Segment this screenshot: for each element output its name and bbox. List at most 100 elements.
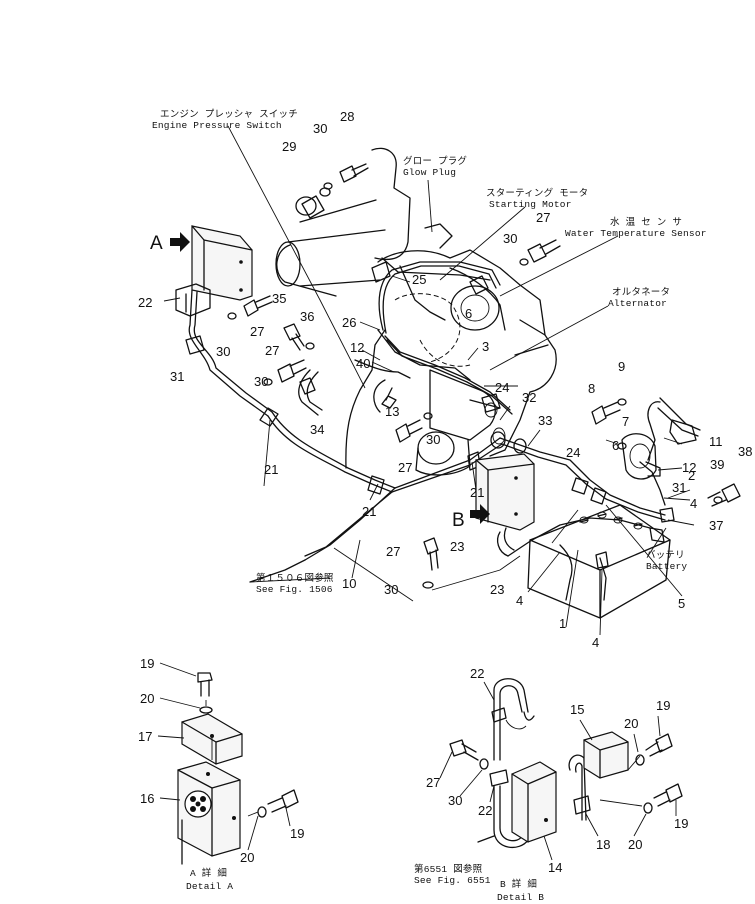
part-number: 23 — [450, 539, 464, 554]
detail-b-marker: B — [452, 510, 465, 531]
part-number: 33 — [538, 413, 552, 428]
part-number: 1 — [559, 616, 566, 631]
detail-b-caption-jp: B 詳 細 — [500, 878, 537, 890]
alternator-label-jp: オルタネータ — [612, 287, 670, 298]
part-number: 11 — [709, 434, 723, 449]
part-number: 19 — [656, 698, 670, 713]
part-number: 22 — [478, 803, 492, 818]
part-number: 31 — [672, 480, 686, 495]
battery-drawing — [527, 504, 671, 619]
water-temperature-sensor-label: Water Temperature Sensor — [565, 228, 707, 239]
part-number: 4 — [592, 635, 599, 650]
alternator-label: Alternator — [608, 298, 667, 309]
controller-box-a — [170, 225, 253, 317]
part-number: 27 — [398, 460, 412, 475]
detail-a-caption-jp: A 詳 細 — [190, 867, 227, 879]
part-number: 40 — [356, 356, 370, 371]
part-number: 22 — [138, 295, 152, 310]
part-number: 30 — [313, 121, 327, 136]
detail-b-arrow — [470, 504, 490, 524]
part-number: 29 — [282, 139, 296, 154]
water-temperature-sensor-label-jp: 水 温 セ ン サ — [610, 216, 682, 228]
fig-1506-reference-jp: 第１５０６図参照 — [256, 572, 334, 584]
engine-pressure-switch-label-jp: エンジン プレッシャ スイッチ — [160, 109, 298, 120]
part-number: 34 — [310, 422, 324, 437]
part-number: 28 — [340, 109, 354, 124]
glow-plug-label: Glow Plug — [403, 167, 456, 178]
detail-leader-lines — [157, 662, 677, 861]
detail-a-drawing — [177, 672, 299, 865]
starting-motor-label: Starting Motor — [489, 199, 572, 210]
part-number: 37 — [709, 518, 723, 533]
controller-box-b — [470, 453, 535, 531]
part-number: 20 — [628, 837, 642, 852]
part-number: 13 — [385, 404, 399, 419]
part-number: 30 — [254, 374, 268, 389]
part-number: 30 — [448, 793, 462, 808]
detail-a-marker: A — [150, 233, 163, 254]
battery-label-jp: バッテリ — [646, 550, 685, 561]
part-number: 22 — [470, 666, 484, 681]
part-number: 19 — [674, 816, 688, 831]
relay-drawing — [621, 419, 697, 480]
harness-clamps — [185, 261, 607, 505]
part-number: 27 — [386, 544, 400, 559]
part-number: 5 — [678, 596, 685, 611]
part-number: 19 — [140, 656, 154, 671]
part-number: 27 — [250, 324, 264, 339]
part-number: 16 — [140, 791, 154, 806]
part-number: 30 — [426, 432, 440, 447]
part-number: 21 — [264, 462, 278, 477]
part-number: 35 — [272, 291, 286, 306]
glow-plug-label-jp: グロー プラグ — [403, 155, 467, 167]
part-number: 21 — [362, 504, 376, 519]
part-number: 18 — [596, 837, 610, 852]
fasteners — [227, 163, 741, 589]
part-number: 25 — [412, 272, 426, 287]
battery-label: Battery — [646, 561, 687, 572]
part-number: 27 — [426, 775, 440, 790]
part-number: 31 — [170, 369, 184, 384]
part-number: 20 — [140, 691, 154, 706]
starting-motor-label-jp: スターティング モータ — [486, 187, 588, 199]
detail-a-arrow — [170, 232, 190, 252]
part-number: 30 — [384, 582, 398, 597]
part-number: 9 — [618, 359, 625, 374]
part-number: 4 — [516, 593, 523, 608]
part-number: 24 — [566, 445, 580, 460]
part-number: 21 — [470, 485, 484, 500]
detail-b-caption: Detail B — [497, 892, 544, 903]
harness-wires — [188, 261, 701, 601]
part-number: 20 — [624, 716, 638, 731]
detail-a-caption: Detail A — [186, 881, 233, 892]
part-number: 39 — [710, 457, 724, 472]
part-number: 27 — [536, 210, 550, 225]
part-number: 14 — [548, 860, 562, 875]
part-number: 17 — [138, 729, 152, 744]
part-number: 32 — [522, 390, 536, 405]
part-number: 3 — [482, 339, 489, 354]
part-number: 23 — [490, 582, 504, 597]
detail-b-drawing — [449, 678, 683, 849]
part-number: 27 — [265, 343, 279, 358]
part-number: 2 — [688, 468, 695, 483]
fig-6551-reference-jp: 第6551 図参照 — [414, 863, 483, 875]
part-number: 24 — [495, 380, 509, 395]
fig-1506-reference: See Fig. 1506 — [256, 584, 333, 595]
part-number: 36 — [300, 309, 314, 324]
component-labels: エンジン プレッシャ スイッチ Engine Pressure Switch グ… — [150, 109, 707, 903]
part-number: 6 — [612, 438, 619, 453]
part-number: 8 — [588, 381, 595, 396]
part-number: 7 — [622, 414, 629, 429]
fig-6551-reference: See Fig. 6551 — [414, 875, 491, 886]
part-number: 38 — [738, 444, 752, 459]
part-number: 12 — [350, 340, 364, 355]
part-number: 20 — [240, 850, 254, 865]
part-number: 30 — [216, 344, 230, 359]
part-number: 4 — [690, 496, 697, 511]
part-number: 10 — [342, 576, 356, 591]
part-number: 15 — [570, 702, 584, 717]
part-number-callouts: 28 30 29 27 30 25 22 35 27 36 26 6 3 30 … — [138, 109, 752, 875]
part-number: 19 — [290, 826, 304, 841]
part-number: 6 — [465, 306, 472, 321]
